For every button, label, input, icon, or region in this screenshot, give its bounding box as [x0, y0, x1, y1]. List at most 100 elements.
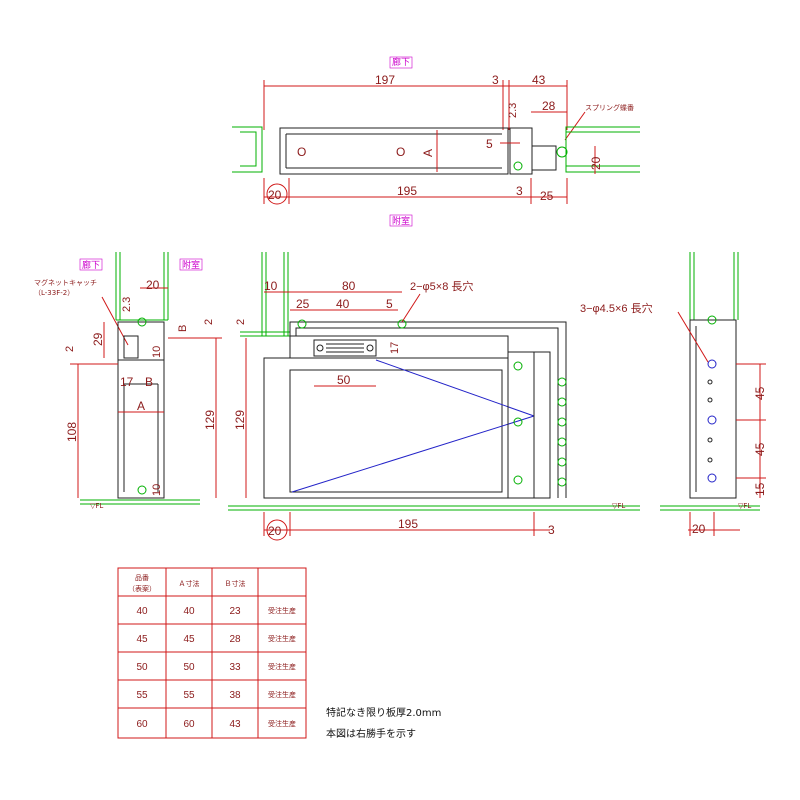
- top-dim-5: 5: [486, 137, 493, 151]
- hinge-screw-bottom: [513, 161, 523, 171]
- hinge-screw-top: [556, 146, 568, 158]
- center-elevation-view: ▽FL 10 80 2−φ5×8 長穴: [228, 252, 640, 541]
- left-dim-A: A: [137, 399, 145, 413]
- right-hole-3: [707, 437, 713, 443]
- table-cell: 60: [183, 719, 195, 730]
- table-cell: 受注生産: [268, 690, 296, 699]
- left-fl-label: ▽FL: [90, 502, 103, 510]
- center-dim-2: 2: [235, 319, 247, 325]
- center-diagonal-1: [375, 359, 535, 417]
- center-dim-129: 129: [233, 410, 247, 430]
- center-diagonal-2: [291, 415, 535, 493]
- right-dim-45a: 45: [753, 386, 767, 400]
- left-dim-B2: B: [145, 375, 153, 389]
- center-magnet-screw-r: [366, 344, 374, 352]
- center-door-inner: [289, 369, 503, 493]
- right-slot-3: [707, 473, 717, 483]
- table-header-3: Ｂ寸法: [225, 579, 246, 588]
- left-dim-2-3: 2.3: [121, 297, 133, 312]
- right-slot-leader: [677, 311, 709, 363]
- top-dim-3b: 3: [516, 184, 523, 198]
- size-table: 品番 （表案） Ａ寸法 Ｂ寸法 40 40 23 受注生産 45 45 28 受…: [117, 567, 307, 739]
- center-magnet-screw-l: [316, 344, 324, 352]
- center-wall-screw-6: [557, 477, 567, 487]
- table-cell: 55: [183, 690, 195, 701]
- center-slot-leader: [401, 293, 421, 323]
- top-room-tag-box: [389, 214, 413, 227]
- magnet-catch-label-2: （L-33F-2）: [34, 289, 74, 297]
- center-hinge-screw-2: [513, 417, 523, 427]
- spring-hinge-leader: [564, 111, 586, 141]
- top-corridor-label: 廊下: [392, 56, 410, 68]
- note-right-hand: 本図は右勝手を示す: [326, 727, 416, 740]
- center-frame-inner: [295, 327, 559, 498]
- center-fl-label: ▽FL: [612, 502, 625, 510]
- right-dim-15: 15: [753, 482, 767, 496]
- center-dim-3: 3: [548, 523, 555, 537]
- table-cell: 受注生産: [268, 606, 296, 615]
- table-cell: 受注生産: [268, 719, 296, 728]
- right-slot-1: [707, 359, 717, 369]
- center-dim-20: 20: [268, 524, 282, 538]
- left-magnet-block: [123, 335, 139, 359]
- center-dim-50: 50: [337, 373, 351, 387]
- table-cell: 43: [229, 719, 241, 730]
- top-box-body: [279, 127, 509, 175]
- left-dim-10b: 10: [151, 484, 163, 496]
- top-dim-20v: 20: [589, 156, 603, 170]
- top-plan-view: 廊下 197 3 43 2.3 28 スプリング蝶番 A O O: [232, 56, 640, 227]
- left-room-tag-box: [179, 258, 203, 271]
- left-bottom-screw: [137, 485, 147, 495]
- top-dim-28: 28: [542, 99, 556, 113]
- right-slot-label: 3−φ4.5×6 長穴: [580, 301, 653, 315]
- drawing-notes: 特記なき限り板厚2.0mm 本図は右勝手を示す: [326, 706, 441, 740]
- right-hole-2: [707, 397, 713, 403]
- right-side-view: 3−φ4.5×6 長穴 45 45 15 ▽FL 20: [580, 252, 767, 536]
- table-cell: 受注生産: [268, 662, 296, 671]
- table-cell: 33: [229, 662, 241, 673]
- top-corridor-tag-box: [389, 56, 413, 69]
- center-dim-20-circle: [266, 519, 288, 541]
- center-dim-80: 80: [342, 279, 356, 293]
- table-cell: 23: [229, 606, 241, 617]
- right-side-body: [689, 319, 737, 499]
- table-cell: 50: [136, 662, 148, 673]
- table-cell: 45: [136, 634, 148, 645]
- left-room-label: 附室: [182, 259, 200, 271]
- top-dim-20: 20: [268, 188, 282, 202]
- table-cell: 55: [136, 690, 148, 701]
- center-wall-screw-3: [557, 417, 567, 427]
- right-top-screw: [707, 315, 717, 325]
- top-left-wall-inner: [240, 131, 257, 167]
- center-dim-5: 5: [386, 297, 393, 311]
- left-dim-10: 10: [151, 346, 163, 358]
- right-fl-label: ▽FL: [738, 502, 751, 510]
- top-right-wall: [565, 126, 640, 173]
- right-dim-20: 20: [692, 522, 706, 536]
- center-slot-label: 2−φ5×8 長穴: [410, 279, 473, 293]
- center-dim-17: 17: [389, 342, 401, 354]
- top-dim-25: 25: [540, 189, 554, 203]
- table-cell: 50: [183, 662, 195, 673]
- center-door-outer: [263, 357, 509, 499]
- center-wall-screw-4: [557, 437, 567, 447]
- center-frame-outer: [289, 321, 567, 498]
- table-cell: 45: [183, 634, 195, 645]
- table-cell: 60: [136, 719, 148, 730]
- top-dim-2-3: 2.3: [507, 103, 519, 118]
- table-cell: 40: [183, 606, 195, 617]
- table-header-1a: 品番: [135, 574, 149, 582]
- top-dim-20-circle: [266, 183, 288, 205]
- left-dim-29: 29: [91, 332, 105, 346]
- left-dim-17: 17: [120, 375, 134, 389]
- center-magnet-plate: [313, 339, 377, 357]
- right-dim-45b: 45: [753, 442, 767, 456]
- center-wall-screw-5: [557, 457, 567, 467]
- right-hole-1: [707, 379, 713, 385]
- center-dim-10: 10: [264, 279, 278, 293]
- table-header-2: Ａ寸法: [179, 579, 200, 588]
- center-wall-screw-1: [557, 377, 567, 387]
- left-dim-B1: B: [177, 325, 189, 332]
- left-dim-20: 20: [146, 278, 160, 292]
